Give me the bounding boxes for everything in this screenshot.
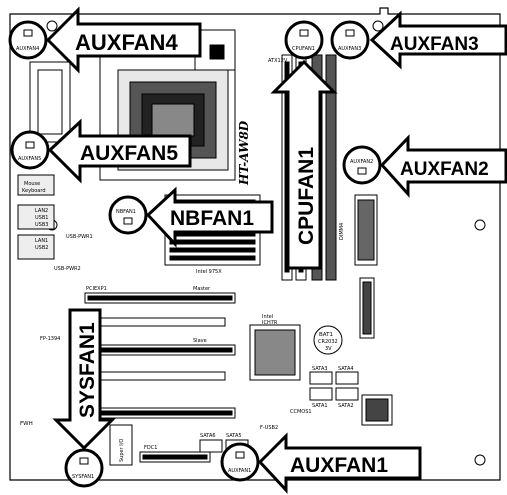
mouse-label: Mouse xyxy=(24,181,40,187)
auxfan1-callout: AUXFAN1 xyxy=(290,454,388,477)
sata3-label: SATA3 xyxy=(312,366,328,372)
auxfan5-callout: AUXFAN5 xyxy=(80,142,178,165)
cpufan1-header: CPUFAN1 xyxy=(284,20,324,60)
auxfan3-header: AUXFAN3 xyxy=(330,20,370,60)
atx12v-label: ATX12V xyxy=(268,58,288,64)
auxfan4-callout: AUXFAN4 xyxy=(75,30,178,55)
rear-io xyxy=(17,61,71,260)
nbfan1-header-label: NBFAN1 xyxy=(116,209,136,215)
sysfan1-callout: SYSFAN1 xyxy=(76,322,99,418)
usb3-label: USB3 xyxy=(35,222,48,228)
fwh-label: FWH xyxy=(20,421,33,427)
fan-headers: AUXFAN4 AUXFAN3 CPUFAN1 AUXFAN5 AUXFAN2 xyxy=(8,20,382,488)
model-name: HT-AW8D xyxy=(237,120,251,186)
fdc-connector xyxy=(109,424,211,466)
auxfan3-header-label: AUXFAN3 xyxy=(338,46,361,52)
sysfan1-header: SYSFAN1 xyxy=(64,448,104,488)
bat1-label: BAT1 xyxy=(319,332,333,338)
audio-chip xyxy=(361,394,393,426)
expansion-slots xyxy=(84,292,236,419)
sata5-label: SATA5 xyxy=(226,433,242,439)
nbfan1-arrow xyxy=(145,186,274,248)
auxfan5-arrow xyxy=(47,118,192,184)
nbfan1-callout: NBFAN1 xyxy=(170,207,254,230)
volt-label: 3V xyxy=(325,346,332,352)
dimm-label: DIMM4 xyxy=(339,223,345,240)
fdc1-label: FDC1 xyxy=(144,445,157,451)
auxfan2-header-label: AUXFAN2 xyxy=(350,159,373,165)
intel-ich7r-label-1: Intel xyxy=(262,314,273,320)
usb-pwr1-label: USB-PWR1 xyxy=(66,234,93,240)
ide-connector xyxy=(359,277,375,339)
sata-connectors xyxy=(199,371,359,453)
auxfan5-header-label: AUXFAN5 xyxy=(18,156,41,162)
callout-arrows xyxy=(45,6,507,494)
fp1394-label: FP-1394 xyxy=(40,336,60,342)
sata1-label: SATA1 xyxy=(312,403,328,409)
intel-ich7r-label-2: ICH7R xyxy=(262,320,278,326)
cpufan1-callout: CPUFAN1 xyxy=(295,147,318,245)
cr2032-label: CR2032 xyxy=(318,339,338,345)
ccmos1-label: CCMOS1 xyxy=(290,409,312,415)
cpufan1-arrow xyxy=(270,59,338,270)
sata2-label: SATA2 xyxy=(338,403,354,409)
sysfan1-arrow xyxy=(52,308,116,451)
auxfan4-header: AUXFAN4 xyxy=(8,20,48,60)
auxfan2-callout: AUXFAN2 xyxy=(400,159,489,180)
atx-power xyxy=(354,194,378,266)
usb1-label: USB1 xyxy=(35,215,48,221)
intel-975x-label: Intel 975X xyxy=(196,269,222,275)
super-io-label: Super I/O xyxy=(119,439,125,462)
cpufan1-header-label: CPUFAN1 xyxy=(292,46,315,52)
auxfan5-header: AUXFAN5 xyxy=(10,130,50,170)
southbridge xyxy=(249,324,301,381)
pciexp1-label: PCIEXP1 xyxy=(86,286,107,292)
f-usb2-label: F-USB2 xyxy=(260,425,278,431)
sata4-label: SATA4 xyxy=(338,366,354,372)
auxfan3-arrow xyxy=(369,10,507,70)
sysfan1-header-label: SYSFAN1 xyxy=(72,474,94,480)
nbfan1-header: NBFAN1 xyxy=(108,195,148,235)
lan2-label: LAN2 xyxy=(35,208,48,214)
usb-pwr2-label: USB-PWR2 xyxy=(54,266,81,272)
master-label: Master xyxy=(193,286,211,292)
auxfan4-header-label: AUXFAN4 xyxy=(16,46,39,52)
keyboard-label: Keyboard xyxy=(22,188,46,194)
auxfan1-arrow xyxy=(257,432,422,494)
auxfan3-callout: AUXFAN3 xyxy=(390,34,479,55)
auxfan2-arrow xyxy=(379,134,507,198)
auxfan1-header: AUXFAN1 xyxy=(220,442,260,482)
battery xyxy=(313,325,343,355)
slave-label: Slave xyxy=(193,338,207,344)
auxfan1-header-label: AUXFAN1 xyxy=(228,468,251,474)
lan1-label: LAN1 xyxy=(35,238,48,244)
auxfan2-header: AUXFAN2 xyxy=(342,145,382,185)
sata6-label: SATA6 xyxy=(200,433,216,439)
usb2-label: USB2 xyxy=(35,245,48,251)
auxfan4-arrow xyxy=(45,6,202,74)
